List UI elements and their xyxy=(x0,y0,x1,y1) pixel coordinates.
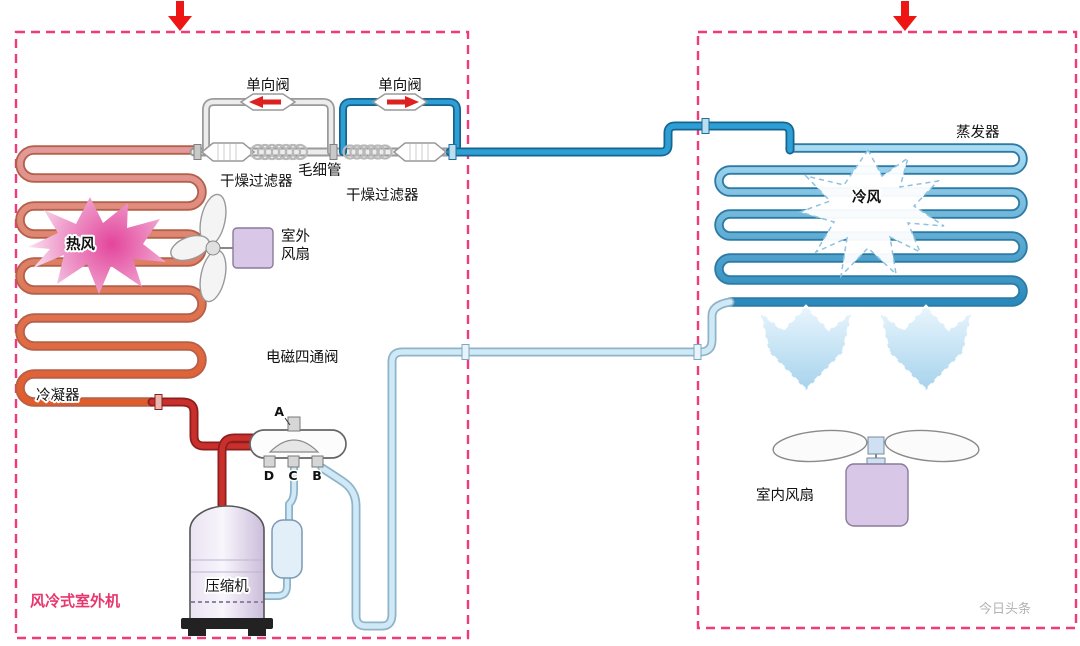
fan-hub xyxy=(867,436,885,455)
compressor-label: 压缩机 xyxy=(205,578,249,595)
outdoor-fan xyxy=(170,193,274,303)
evaporator-coil xyxy=(714,143,1028,307)
flow-arrow-left-icon xyxy=(168,1,192,31)
condenser-label: 冷凝器 xyxy=(36,387,80,404)
outdoor-unit-boundary xyxy=(14,30,470,640)
right-arrow-icon xyxy=(405,96,419,108)
valve-port-a-label: A xyxy=(274,404,284,419)
dry-filter-right-label: 干燥过滤器 xyxy=(346,187,419,204)
cold-air-arrow-left xyxy=(758,304,854,392)
pipe-fitting xyxy=(461,344,470,360)
check-valve-right-label: 单向阀 xyxy=(378,77,422,94)
indoor-fan-label: 室内风扇 xyxy=(756,487,814,504)
valve-port-c xyxy=(287,455,300,468)
pipe-fitting xyxy=(701,118,710,134)
dry-filter-left-label: 干燥过滤器 xyxy=(220,173,293,190)
pipe-fitting xyxy=(193,144,202,160)
outdoor-fan-motor xyxy=(232,227,274,269)
pipe-fitting xyxy=(693,344,702,360)
outdoor-fan-label-line2: 风扇 xyxy=(281,246,310,263)
check-valve-left-label: 单向阀 xyxy=(246,77,290,94)
capillary-label: 毛细管 xyxy=(298,162,342,179)
dry-filter-left xyxy=(200,142,256,162)
valve-port-top xyxy=(287,416,301,432)
valve-to-accumulator-pipe xyxy=(259,460,298,600)
dry-filter-right xyxy=(392,142,448,162)
pipe-fitting xyxy=(329,144,338,160)
evaporator-label: 蒸发器 xyxy=(956,124,1000,141)
condenser-coil xyxy=(15,145,207,407)
valve-port-b-label: B xyxy=(312,468,322,483)
indoor-unit-boundary xyxy=(696,30,1078,630)
fan-blade-icon xyxy=(772,429,868,463)
valve-port-d-label: D xyxy=(264,468,274,483)
fan-blade-icon xyxy=(884,429,980,463)
valve-port-d xyxy=(263,455,276,468)
pipe-fitting xyxy=(448,144,457,160)
outdoor-fan-label-line1: 室外 xyxy=(281,228,310,245)
hot-air-label: 热风 xyxy=(66,235,95,253)
valve-port-b xyxy=(311,455,324,468)
cold-air-arrow-right xyxy=(878,304,974,392)
hot-air-burst xyxy=(28,197,166,294)
four-way-valve xyxy=(249,416,347,468)
condenser-return-pipe xyxy=(147,397,257,451)
fan-blade-icon xyxy=(170,234,210,262)
accumulator xyxy=(271,519,303,579)
outdoor-unit-name-label: 风冷式室外机 xyxy=(30,592,120,610)
suction-line-pipe xyxy=(317,297,735,631)
check-valve-left xyxy=(239,93,297,111)
check-valve-right xyxy=(371,93,429,111)
flow-arrow-right-icon xyxy=(893,1,917,31)
indoor-fan xyxy=(772,429,980,527)
left-arrow-icon xyxy=(249,96,263,108)
watermark-text: 今日头条 xyxy=(979,601,1031,617)
liquid-line-pipe xyxy=(445,121,795,157)
capillary-tube-coil xyxy=(249,143,309,161)
capillary-tube-coil-2 xyxy=(342,144,393,160)
cold-air-burst xyxy=(797,148,945,279)
pipe-fitting xyxy=(154,394,163,410)
indoor-fan-motor xyxy=(845,463,909,527)
four-way-valve-label: 电磁四通阀 xyxy=(266,349,339,366)
cold-air-label: 冷风 xyxy=(852,188,881,206)
compressor xyxy=(181,505,273,636)
valve-port-c-label: C xyxy=(288,468,297,483)
